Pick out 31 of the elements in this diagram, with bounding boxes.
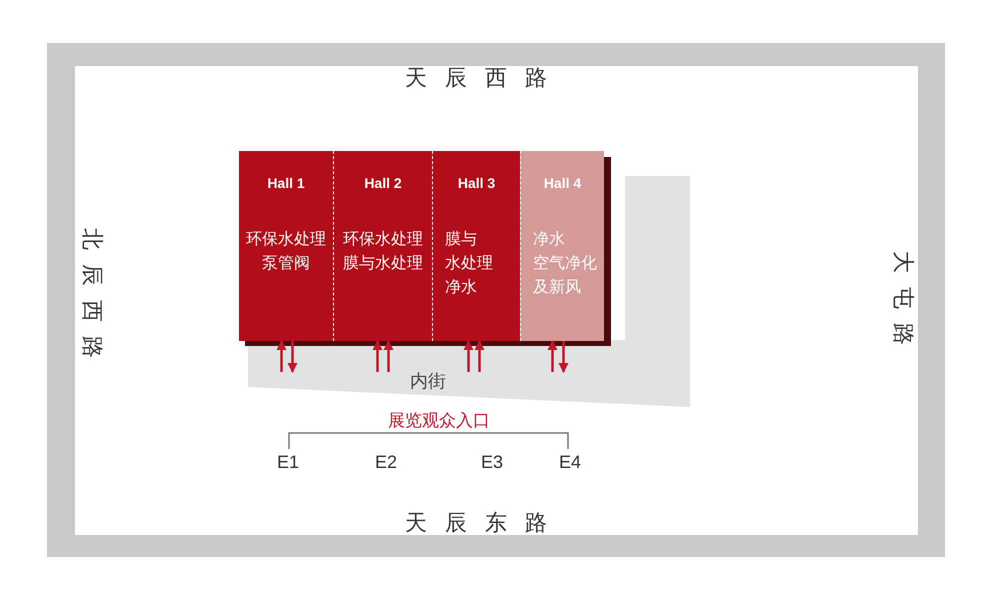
entrance-label: E4: [559, 452, 582, 473]
exhibit-category: 净水空气净化及新风: [533, 228, 598, 298]
exhibit-category: 环保水处理泵管阀: [245, 228, 327, 274]
road-name: 北辰西路: [78, 228, 105, 372]
hall-name: Hall 2: [363, 175, 403, 191]
road-name: 天辰西路: [405, 65, 565, 93]
flow-arrow: [288, 341, 298, 373]
flow-arrow: [474, 340, 484, 372]
hall-name: Hall 4: [542, 175, 582, 191]
exhibit-category: 环保水处理膜与水处理: [342, 228, 424, 274]
street-name: 内街: [410, 371, 446, 393]
hall-name: Hall 3: [456, 175, 496, 191]
flow-arrow: [276, 340, 286, 372]
entrance-label: E3: [481, 452, 504, 473]
road-name: 大屯路: [889, 251, 916, 359]
inner-street: [248, 176, 690, 407]
exhibition-hall: [239, 151, 333, 341]
entrance-label: E1: [277, 452, 300, 473]
flow-arrow: [548, 340, 558, 372]
exhibition-hall: [333, 151, 432, 341]
hall-name: Hall 1: [266, 175, 306, 191]
exhibit-category: 膜与水处理净水: [445, 228, 494, 298]
exhibition-hall: [432, 151, 520, 341]
entrance-caption: 展览观众入口: [388, 410, 490, 432]
flow-arrow: [384, 340, 394, 372]
flow-arrow: [558, 341, 568, 373]
exhibition-hall: [520, 151, 604, 341]
flow-arrow: [464, 340, 474, 372]
road-name: 天辰东路: [405, 510, 565, 538]
entrance-label: E2: [375, 452, 398, 473]
flow-arrow: [372, 340, 382, 372]
